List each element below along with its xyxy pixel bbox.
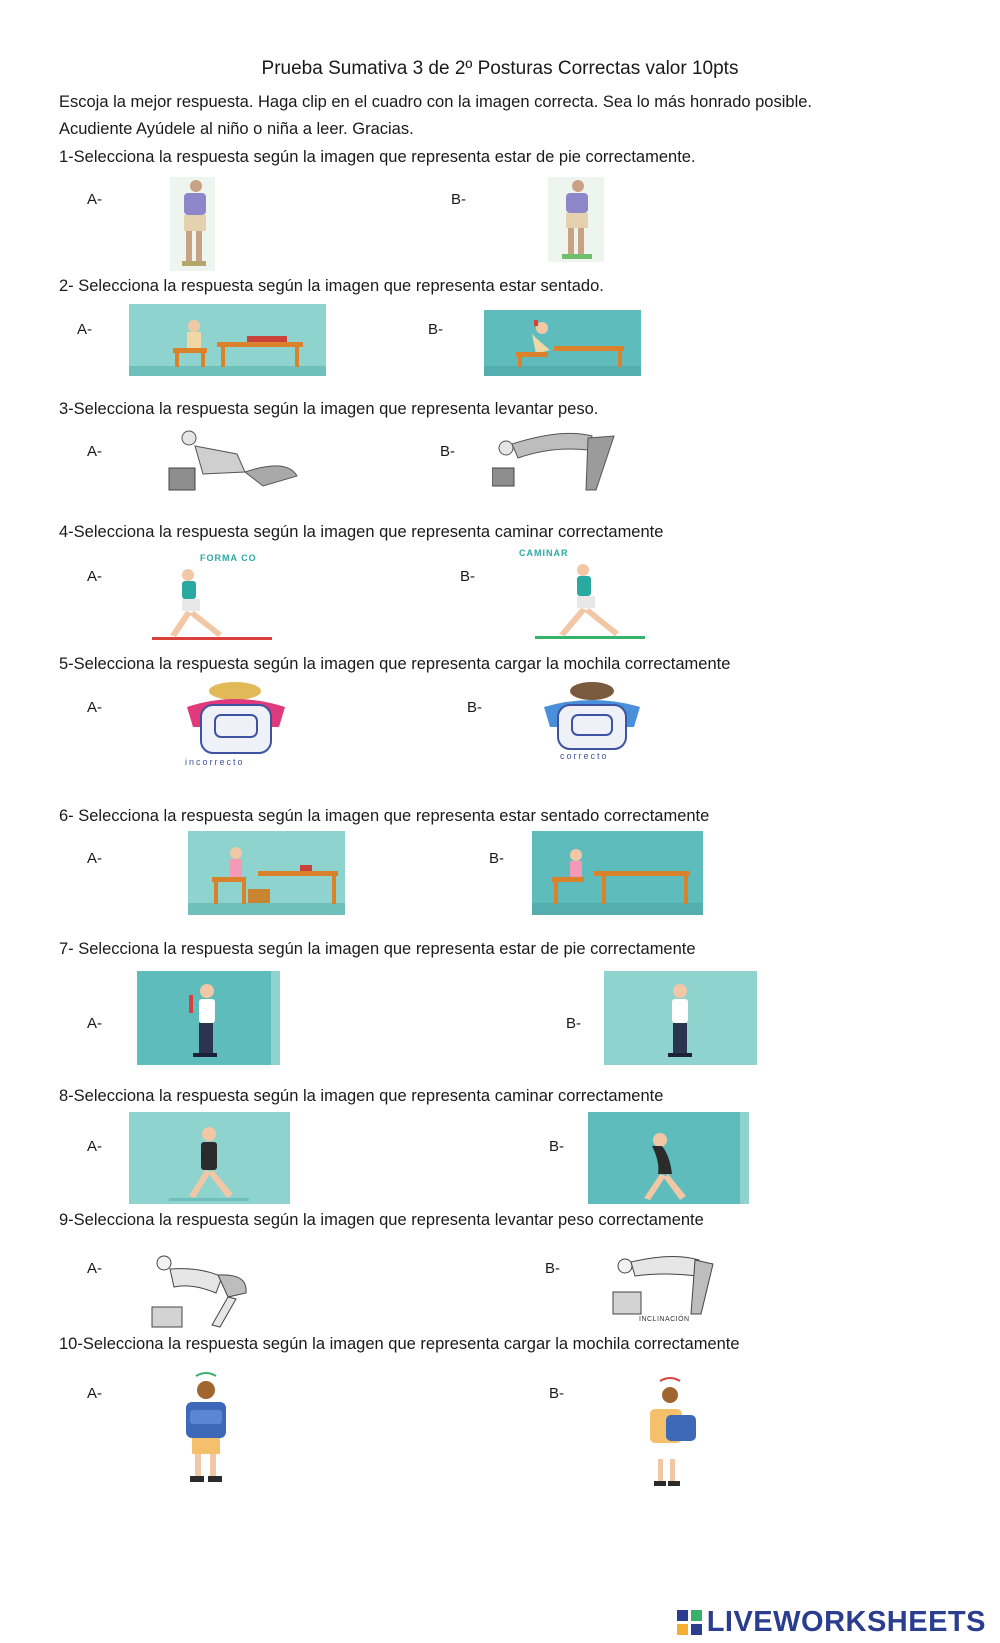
q3-option-a-label: A- [87, 443, 102, 460]
q7-option-b-image[interactable] [604, 971, 757, 1065]
question-4: 4-Selecciona la respuesta según la image… [59, 523, 664, 541]
backpack-incorrect-icon [187, 682, 285, 754]
q1-option-b-image[interactable] [548, 177, 604, 262]
q10-option-a-image[interactable] [162, 1370, 252, 1485]
standing-man-icon [182, 180, 206, 266]
lifting-box-squat-icon [612, 1255, 714, 1315]
walking-girl-icon [152, 569, 272, 640]
q4-option-b-image[interactable]: CAMINAR [517, 548, 667, 645]
girl-backpack-correct-icon [186, 1372, 226, 1482]
sitting-girl-desk-icon [188, 847, 345, 915]
lifting-box-squat-icon [168, 430, 298, 491]
q2-option-b-label: B- [428, 321, 443, 338]
liveworksheets-logo: LIVEWORKSHEETS [676, 1606, 986, 1639]
q7-option-b-label: B- [566, 1015, 581, 1032]
q10-option-a-label: A- [87, 1385, 102, 1402]
q8-option-b-image[interactable] [588, 1112, 749, 1204]
standing-girl-slouch-icon [189, 971, 280, 1065]
q10-option-b-label: B- [549, 1385, 564, 1402]
lifting-box-bent-icon [492, 432, 615, 491]
question-9: 9-Selecciona la respuesta según la image… [59, 1211, 704, 1229]
q7-option-a-label: A- [87, 1015, 102, 1032]
q5-option-b-image[interactable]: correcto [530, 681, 654, 763]
slouching-girl-desk-icon [484, 320, 641, 376]
q4-option-a-label: A- [87, 568, 102, 585]
q8-option-b-label: B- [549, 1138, 564, 1155]
q9-option-a-image[interactable] [132, 1253, 292, 1331]
q4-option-b-label: B- [460, 568, 475, 585]
q5-option-a-label: A- [87, 699, 102, 716]
q1-option-a-image[interactable] [170, 177, 215, 271]
q4-option-a-image[interactable]: FORMA CO [148, 553, 280, 645]
liveworksheets-logo-icon [676, 1609, 703, 1636]
q4-a-caption: FORMA CO [200, 553, 257, 563]
question-6: 6- Selecciona la respuesta según la imag… [59, 807, 710, 825]
q3-option-a-image[interactable] [167, 428, 307, 496]
q2-option-a-label: A- [77, 321, 92, 338]
q6-option-a-image[interactable] [188, 831, 345, 915]
q9-option-b-label: B- [545, 1260, 560, 1277]
question-7: 7- Selecciona la respuesta según la imag… [59, 940, 696, 958]
q6-option-b-image[interactable] [532, 831, 703, 915]
q3-option-b-label: B- [440, 443, 455, 460]
q9-b-caption: INCLINACIÓN [639, 1316, 690, 1323]
q6-option-a-label: A- [87, 850, 102, 867]
girl-backpack-incorrect-icon [650, 1377, 696, 1486]
q1-option-b-label: B- [451, 191, 466, 208]
q10-option-b-image[interactable] [636, 1375, 706, 1490]
q7-option-a-image[interactable] [137, 971, 280, 1065]
q2-option-b-image[interactable] [484, 310, 641, 376]
q5-option-a-image[interactable]: incorrecto [175, 681, 299, 769]
q5-option-b-label: B- [467, 699, 482, 716]
q6-option-b-label: B- [489, 850, 504, 867]
q8-option-a-image[interactable] [129, 1112, 290, 1204]
question-1: 1-Selecciona la respuesta según la image… [59, 148, 696, 166]
question-2: 2- Selecciona la respuesta según la imag… [59, 277, 604, 295]
question-8: 8-Selecciona la respuesta según la image… [59, 1087, 664, 1105]
q1-option-a-label: A- [87, 191, 102, 208]
walking-girl-icon [535, 564, 645, 639]
sitting-girl-desk-icon [532, 849, 703, 915]
sitting-girl-desk-icon [129, 320, 326, 376]
q8-option-a-label: A- [87, 1138, 102, 1155]
question-3: 3-Selecciona la respuesta según la image… [59, 400, 599, 418]
q9-option-a-label: A- [87, 1260, 102, 1277]
walking-woman-icon [169, 1127, 249, 1201]
standing-girl-straight-icon [668, 984, 692, 1057]
q9-option-b-image[interactable]: INCLINACIÓN [603, 1248, 725, 1326]
backpack-correct-icon [544, 682, 640, 750]
question-5: 5-Selecciona la respuesta según la image… [59, 655, 731, 673]
walking-woman-slouch-icon [644, 1112, 749, 1204]
instructions-line-2: Acudiente Ayúdele al niño o niña a leer.… [59, 120, 414, 138]
lifting-box-bent-icon [151, 1255, 247, 1328]
q3-option-b-image[interactable] [492, 428, 622, 496]
standing-man-icon [562, 180, 592, 259]
instructions-line-1: Escoja la mejor respuesta. Haga clip en … [59, 93, 812, 111]
liveworksheets-brand-text: LIVEWORKSHEETS [706, 1606, 986, 1638]
q5-b-caption: correcto [560, 751, 609, 761]
q5-a-caption: incorrecto [185, 757, 245, 767]
q4-b-caption: CAMINAR [519, 548, 569, 558]
q2-option-a-image[interactable] [129, 304, 326, 376]
question-10: 10-Selecciona la respuesta según la imag… [59, 1335, 740, 1353]
page-title: Prueba Sumativa 3 de 2º Posturas Correct… [261, 58, 739, 79]
